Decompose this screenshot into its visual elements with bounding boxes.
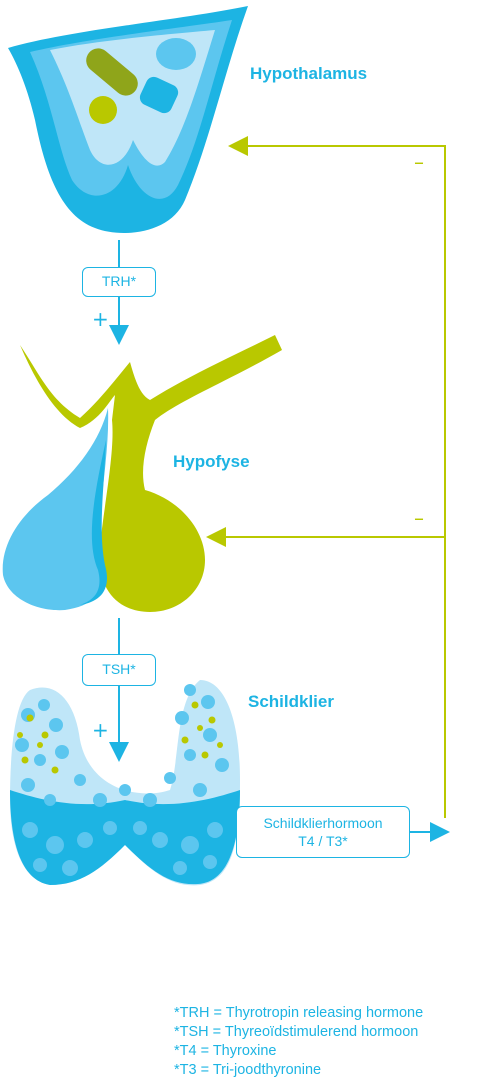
schildklier-illustration [10, 680, 240, 886]
minus-sign-hypothalamus: – [414, 150, 424, 174]
minus-sign-hypofyse: – [414, 506, 424, 530]
legend-t4: *T4 = Thyroxine [174, 1043, 277, 1059]
legend: *TRH = Thyrotropin releasing hormone *TS… [174, 1004, 423, 1080]
legend-t3: *T3 = Tri-joodthyronine [174, 1062, 322, 1078]
plus-sign-tsh: + [92, 718, 109, 742]
schildklier-label: Schildklier [248, 692, 334, 711]
feedback-line [228, 136, 446, 818]
hypofyse-label: Hypofyse [173, 452, 250, 471]
hypothalamus-illustration [8, 6, 248, 233]
tsh-box: TSH* [82, 654, 156, 686]
trh-box: TRH* [82, 267, 156, 297]
legend-trh: *TRH = Thyrotropin releasing hormone [174, 1005, 424, 1021]
schildklierhormoon-box: Schildklierhormoon T4 / T3* [236, 806, 410, 858]
plus-sign-trh: + [92, 307, 109, 331]
legend-tsh: *TSH = Thyreoïdstimulerend hormoon [174, 1024, 419, 1040]
hormone-name: Schildklierhormoon [263, 815, 383, 831]
hypofyse-illustration [2, 335, 282, 612]
hypothalamus-label: Hypothalamus [250, 64, 368, 83]
hormone-types: T4 / T3* [298, 833, 348, 849]
